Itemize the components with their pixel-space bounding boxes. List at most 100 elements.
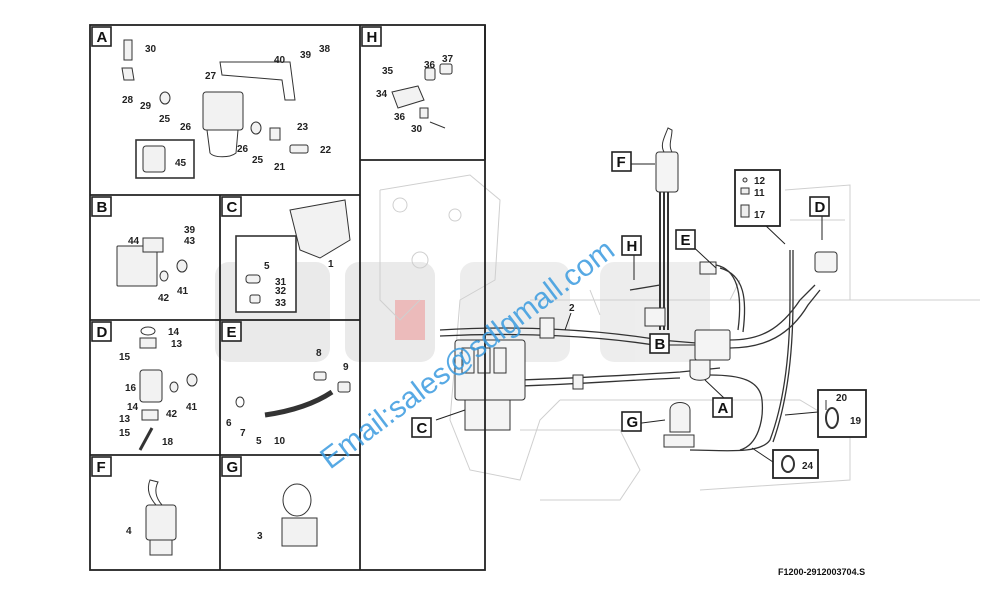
panel-a-part-number: 25 bbox=[252, 155, 264, 166]
panel-e-part-number: 7 bbox=[240, 428, 246, 439]
panel-g-label: G bbox=[221, 456, 242, 477]
panel-b-box bbox=[91, 196, 112, 217]
callout-c-letter: C bbox=[417, 420, 428, 437]
callout-h-box bbox=[621, 235, 642, 256]
panel-h-box bbox=[361, 26, 382, 47]
panel-d-letter: D bbox=[97, 324, 108, 341]
panel-c-part-number: 33 bbox=[275, 298, 287, 309]
panel-c-part-number: 1 bbox=[328, 259, 334, 270]
panel-d-part-number: 13 bbox=[171, 339, 183, 350]
panel-a-part-number: 45 bbox=[175, 158, 187, 169]
panel-h-part-number: 36 bbox=[394, 112, 406, 123]
panel-e-part-number: 6 bbox=[226, 418, 232, 429]
inset-parts-drawings bbox=[116, 39, 453, 556]
main-part-number: 19 bbox=[850, 416, 862, 427]
panel-h-part-number: 35 bbox=[382, 66, 394, 77]
leader-lines bbox=[435, 163, 823, 463]
main-part-number: 2 bbox=[569, 303, 575, 314]
panel-a-label: A bbox=[91, 26, 112, 47]
panel-h-part-number: 37 bbox=[442, 54, 454, 65]
panel-c-box bbox=[221, 196, 242, 217]
inset-frames bbox=[89, 24, 486, 571]
panel-a-part-number: 38 bbox=[319, 44, 331, 55]
panel-a-part-number: 30 bbox=[145, 44, 157, 55]
main-part-number: 11 bbox=[754, 188, 765, 199]
main-part-number: 12 bbox=[754, 176, 766, 187]
panel-c-part-number: 5 bbox=[264, 261, 270, 272]
panel-b-part-number: 43 bbox=[184, 236, 196, 247]
callout-h-letter: H bbox=[627, 238, 638, 255]
panel-a-part-number: 26 bbox=[180, 122, 192, 133]
panel-a-part-number: 26 bbox=[237, 144, 249, 155]
panel-a-part-number: 23 bbox=[297, 122, 309, 133]
panel-e-label: E bbox=[221, 321, 242, 342]
panel-f-label: F bbox=[91, 456, 112, 477]
panel-e-letter: E bbox=[227, 324, 237, 341]
section-letters: A H B C D E F G F H E D B A C G bbox=[91, 26, 830, 477]
panel-h-letter: H bbox=[367, 29, 378, 46]
panel-g-part-number: 3 bbox=[257, 531, 263, 542]
panel-e-part-number: 9 bbox=[343, 362, 349, 373]
panel-b-part-number: 41 bbox=[177, 286, 189, 297]
panel-c-letter: C bbox=[227, 199, 238, 216]
callout-d-letter: D bbox=[815, 199, 826, 216]
panel-c-label: C bbox=[221, 196, 242, 217]
panel-g-letter: G bbox=[227, 459, 239, 476]
panel-d-part-number: 14 bbox=[168, 327, 180, 338]
callout-c-box bbox=[411, 417, 432, 438]
panel-f-box bbox=[91, 456, 112, 477]
panel-a-part-number: 40 bbox=[274, 55, 286, 66]
panel-d-part-number: 42 bbox=[166, 409, 178, 420]
panel-a-part-number: 27 bbox=[205, 71, 217, 82]
callout-a-letter: A bbox=[718, 400, 729, 417]
panel-d-part-number: 41 bbox=[186, 402, 198, 413]
callout-boxes bbox=[734, 169, 867, 479]
panel-e-part-number: 10 bbox=[274, 436, 286, 447]
panel-d-part-number: 13 bbox=[119, 414, 131, 425]
panel-b-part-number: 44 bbox=[128, 236, 140, 247]
panel-h-part-number: 30 bbox=[411, 124, 423, 135]
callout-b-box bbox=[649, 333, 670, 354]
callout-part-drawings bbox=[740, 177, 839, 473]
callout-d-box bbox=[809, 196, 830, 217]
callout-g-letter: G bbox=[627, 414, 639, 431]
panel-d-part-number: 18 bbox=[162, 437, 174, 448]
callout-g-label: G bbox=[621, 411, 642, 432]
panel-a-part-number: 25 bbox=[159, 114, 171, 125]
panel-b-part-number: 39 bbox=[184, 225, 196, 236]
callout-e-label: E bbox=[675, 229, 696, 250]
callout-c-label: C bbox=[411, 417, 432, 438]
callout-b-letter: B bbox=[655, 336, 666, 353]
panel-b-label: B bbox=[91, 196, 112, 217]
panel-a-part-number: 29 bbox=[140, 101, 152, 112]
panel-e-part-number: 8 bbox=[316, 348, 322, 359]
callout-e-box bbox=[675, 229, 696, 250]
main-part-number: 17 bbox=[754, 210, 766, 221]
callout-b-label: B bbox=[649, 333, 670, 354]
panel-d-part-number: 14 bbox=[127, 402, 139, 413]
callout-f-letter: F bbox=[617, 154, 626, 171]
drawing-reference: F1200-2912003704.S bbox=[778, 567, 865, 577]
callout-e-letter: E bbox=[681, 232, 691, 249]
panel-a-box bbox=[91, 26, 112, 47]
panel-a-part-number: 28 bbox=[122, 95, 134, 106]
panel-a-part-number: 39 bbox=[300, 50, 312, 61]
panel-a-part-number: 21 bbox=[274, 162, 286, 173]
callout-a-box bbox=[712, 397, 733, 418]
panel-e-part-number: 5 bbox=[256, 436, 262, 447]
panel-f-part-number: 4 bbox=[126, 526, 132, 537]
brand-watermark bbox=[215, 262, 710, 362]
panel-d-part-number: 15 bbox=[119, 428, 131, 439]
panel-g-box bbox=[221, 456, 242, 477]
panel-d-label: D bbox=[91, 321, 112, 342]
panel-b-part-number: 42 bbox=[158, 293, 170, 304]
callout-d-label: D bbox=[809, 196, 830, 217]
panel-a-letter: A bbox=[97, 29, 108, 46]
panel-d-part-number: 16 bbox=[125, 383, 137, 394]
callout-a-label: A bbox=[712, 397, 733, 418]
panel-d-box bbox=[91, 321, 112, 342]
panel-d-part-number: 15 bbox=[119, 352, 131, 363]
